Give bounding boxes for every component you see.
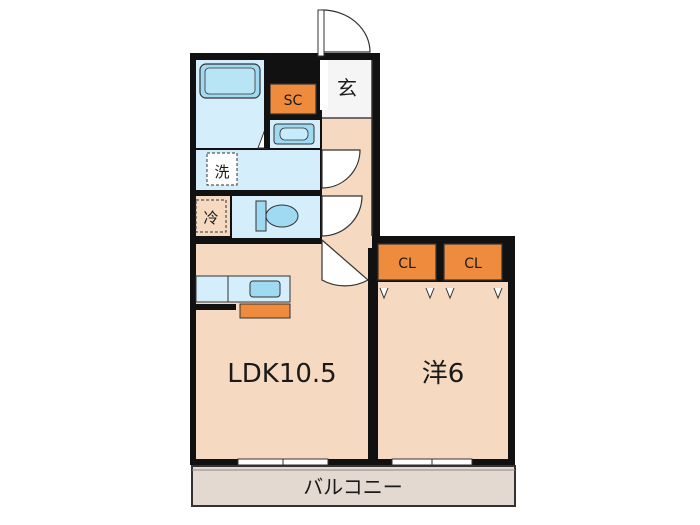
closet-right [443, 243, 503, 281]
entrance-floor [322, 60, 372, 118]
balcony-label: バルコニー [303, 475, 403, 499]
entrance-label: 玄 [337, 76, 357, 100]
toilet-bowl [265, 204, 299, 228]
fridge-label: 冷 [203, 209, 218, 227]
washer-label: 洗 [214, 163, 229, 181]
shoe-closet-label: SC [284, 93, 303, 109]
closet-right-label: CL [464, 256, 482, 272]
toilet-tank [255, 200, 267, 232]
western-room-floor [378, 282, 508, 459]
shoe-closet [269, 83, 317, 115]
washer-space [206, 152, 238, 186]
western-room-label: 洋6 [422, 359, 465, 389]
door-swings [321, 9, 371, 287]
closet-left-label: CL [398, 256, 416, 272]
closet-doors [379, 287, 503, 300]
ldk-label: LDK10.5 [227, 359, 336, 389]
fridge-space [195, 199, 227, 233]
wall-gap-bathroom [264, 60, 270, 148]
closet-left [377, 243, 437, 281]
bathtub-inner [204, 67, 256, 95]
south-windows [237, 458, 473, 466]
kitchen-partition [196, 304, 236, 310]
entrance-box [320, 60, 328, 110]
kitchen-sink [249, 280, 281, 298]
entrance-door-frame [317, 9, 325, 57]
kitchen-cabinet [239, 303, 291, 319]
wash-basin-bowl [279, 127, 309, 141]
balcony [191, 465, 516, 507]
